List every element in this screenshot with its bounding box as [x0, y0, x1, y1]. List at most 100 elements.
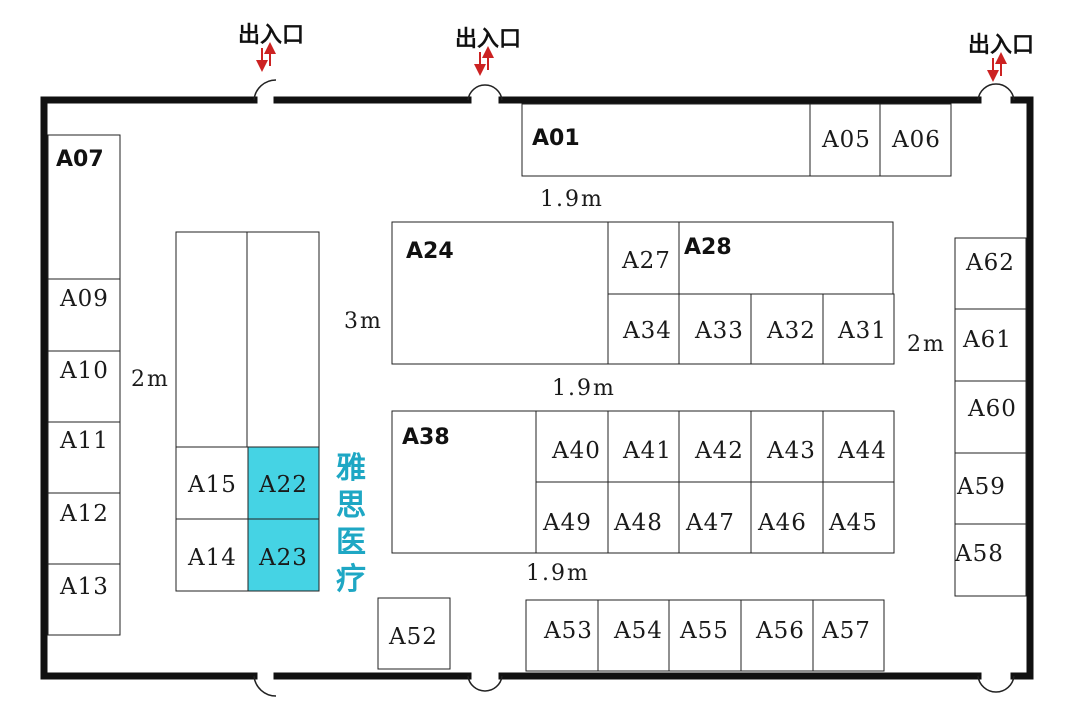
door-top-2 — [467, 84, 503, 101]
booth-label-a11: A11 — [59, 428, 109, 454]
booth-a14[interactable] — [175, 518, 249, 592]
booth-a46[interactable] — [750, 481, 824, 554]
booth-label-a52: A52 — [388, 624, 438, 650]
exit-markers: 出入口 出入口 出入口 — [238, 23, 1034, 82]
booth-label-a62: A62 — [965, 250, 1015, 276]
booth-label-a57: A57 — [821, 618, 871, 644]
booth-label-a44: A44 — [837, 438, 887, 464]
booth-label-a43: A43 — [766, 438, 816, 464]
booth-a44[interactable] — [822, 410, 895, 483]
booth-label-a56: A56 — [755, 618, 805, 644]
booth-label-a23: A23 — [258, 545, 308, 571]
booth-a01[interactable] — [521, 103, 811, 177]
booth-label-a55: A55 — [679, 618, 729, 644]
booth-label-a53: A53 — [543, 618, 593, 644]
booth-label-a45: A45 — [828, 510, 878, 536]
booth-a48[interactable] — [607, 481, 680, 554]
booth-label-a47: A47 — [685, 510, 735, 536]
booth-a59[interactable] — [954, 452, 1027, 525]
door-bottom-1 — [253, 675, 277, 697]
booth-a34[interactable] — [607, 293, 680, 365]
brand-char-4: 疗 — [336, 562, 366, 597]
exit-label-2: 出入口 — [455, 27, 521, 52]
booth-group-bottom: A52 A53 A54 A55 A56 A57 — [377, 597, 885, 672]
booth-a58[interactable] — [954, 523, 1027, 597]
booth-a32[interactable] — [750, 293, 824, 365]
aisle-label-top: 1.9m — [540, 187, 604, 212]
brand-char-2: 思 — [336, 488, 366, 523]
aisle-label-middle: 1.9m — [552, 376, 616, 401]
booth-a42[interactable] — [678, 410, 752, 483]
booth-label-a40: A40 — [551, 438, 601, 464]
booth-label-a59: A59 — [956, 474, 1006, 500]
booth-a23[interactable] — [247, 518, 320, 592]
booth-label-a10: A10 — [59, 358, 109, 384]
booth-a40[interactable] — [535, 410, 609, 483]
booth-a31[interactable] — [822, 293, 895, 365]
booth-label-a22: A22 — [258, 472, 308, 498]
aisle-labels: 1.9m 1.9m 1.9m 2m 3m 2m — [131, 187, 946, 586]
booth-a53[interactable] — [525, 599, 599, 672]
exit-label-1: 出入口 — [238, 23, 304, 48]
booth-a06[interactable] — [879, 103, 952, 177]
booth-label-a31: A31 — [837, 318, 887, 344]
booth-label-a58: A58 — [954, 541, 1004, 567]
booth-label-a06: A06 — [891, 127, 941, 153]
booth-label-a49: A49 — [542, 510, 592, 536]
booth-a43[interactable] — [750, 410, 824, 483]
booth-a28[interactable] — [678, 221, 894, 295]
booth-a10[interactable] — [47, 350, 121, 423]
booth-a33[interactable] — [678, 293, 752, 365]
brand-char-3: 医 — [336, 525, 366, 560]
booth-a61[interactable] — [954, 308, 1027, 382]
booth-label-a32: A32 — [766, 318, 816, 344]
booth-a24[interactable] — [391, 221, 609, 365]
booth-label-a01: A01 — [532, 126, 580, 151]
booth-a47[interactable] — [678, 481, 752, 554]
booth-a09[interactable] — [47, 278, 121, 352]
booth-label-a27: A27 — [621, 248, 671, 274]
booth-label-a15: A15 — [187, 472, 237, 498]
booth-a45[interactable] — [822, 481, 895, 554]
booth-a49[interactable] — [535, 481, 609, 554]
booth-group-top: A01 A05 A06 — [521, 103, 952, 177]
booth-a05[interactable] — [809, 103, 881, 177]
aisle-label-right: 2m — [907, 332, 946, 357]
booth-a41[interactable] — [607, 410, 680, 483]
booth-a57[interactable] — [812, 599, 885, 672]
aisle-label-center-left: 3m — [344, 309, 383, 334]
booth-label-a54: A54 — [613, 618, 663, 644]
door-top-3 — [977, 83, 1015, 101]
booth-label-a42: A42 — [694, 438, 744, 464]
booth-label-a13: A13 — [59, 574, 109, 600]
booth-a07[interactable] — [47, 134, 121, 280]
doors — [253, 79, 1015, 697]
booth-label-a28: A28 — [684, 235, 732, 260]
booth-group-left: A07 A09 A10 A11 A12 A13 — [47, 134, 121, 636]
booth-label-a61: A61 — [962, 327, 1012, 353]
aisle-label-left: 2m — [131, 367, 170, 392]
booth-label-a05: A05 — [821, 127, 871, 153]
booth-a38[interactable] — [391, 410, 537, 554]
booth-label-a14: A14 — [187, 545, 237, 571]
booth-label-a24: A24 — [406, 239, 454, 264]
booth-label-a12: A12 — [59, 501, 109, 527]
brand-char-1: 雅 — [336, 451, 366, 486]
booth-label-a41: A41 — [622, 438, 672, 464]
booth-a52[interactable] — [377, 597, 451, 670]
brand-label: 雅 思 医 疗 — [336, 451, 366, 597]
hall-walls — [40, 96, 1034, 680]
booth-label-a48: A48 — [613, 510, 663, 536]
booth-a13[interactable] — [47, 563, 121, 636]
booth-label-a38: A38 — [402, 425, 450, 450]
booth-a22[interactable] — [247, 446, 320, 520]
door-top-1 — [253, 79, 277, 101]
booth-a12[interactable] — [47, 492, 121, 565]
aisle-label-bottom: 1.9m — [526, 561, 590, 586]
booth-group-center-top: A24 A27 A28 A34 A33 A32 A31 — [391, 221, 895, 365]
booth-label-a33: A33 — [694, 318, 744, 344]
booth-group-center-bottom: A38 A40 A41 A42 A43 A44 A49 A48 A47 A46 … — [391, 410, 895, 554]
exit-label-3: 出入口 — [968, 33, 1034, 58]
